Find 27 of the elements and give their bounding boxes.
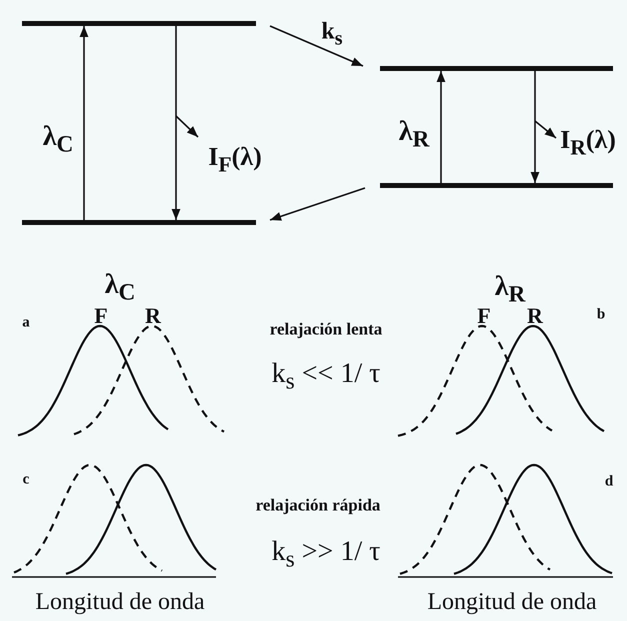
- panel-letter: b: [596, 308, 606, 322]
- axis-title: Longitud de onda: [35, 590, 205, 614]
- wavelength-symbol: λ$_{C}$: [104, 271, 136, 305]
- arrow: [530, 71, 540, 183]
- condition-text: relajación lenta: [270, 320, 382, 338]
- edge-label: λ$_{C}$: [42, 123, 74, 157]
- edge-label: I$_{F}$(λ): [208, 144, 262, 176]
- condition-text: relajación rápida: [256, 496, 380, 514]
- curve-label: R: [527, 305, 543, 327]
- curve-label: F: [477, 305, 491, 327]
- axis-title: Longitud de onda: [427, 590, 597, 614]
- panel-letter: d: [604, 474, 614, 490]
- wavelength-symbol: λ$_{R}$: [494, 273, 526, 307]
- rate-expression: k$_{s}$ << 1/ τ: [272, 360, 380, 394]
- arrow: [172, 26, 180, 220]
- arrow: [436, 71, 446, 183]
- panel-letter: c: [22, 472, 30, 488]
- edge-label: k$_{s}$: [321, 20, 343, 48]
- edge-label: I$_{R}$(λ): [560, 127, 616, 159]
- edge-label: λ$_{R}$: [398, 118, 430, 152]
- arrow: [270, 25, 364, 67]
- panel-letter: a: [22, 316, 30, 330]
- rate-expression: k$_{s}$ >> 1/ τ: [272, 538, 380, 572]
- arrow: [270, 187, 366, 221]
- arrow: [80, 26, 88, 220]
- curve-label: R: [145, 305, 161, 327]
- curve-label: F: [94, 305, 108, 327]
